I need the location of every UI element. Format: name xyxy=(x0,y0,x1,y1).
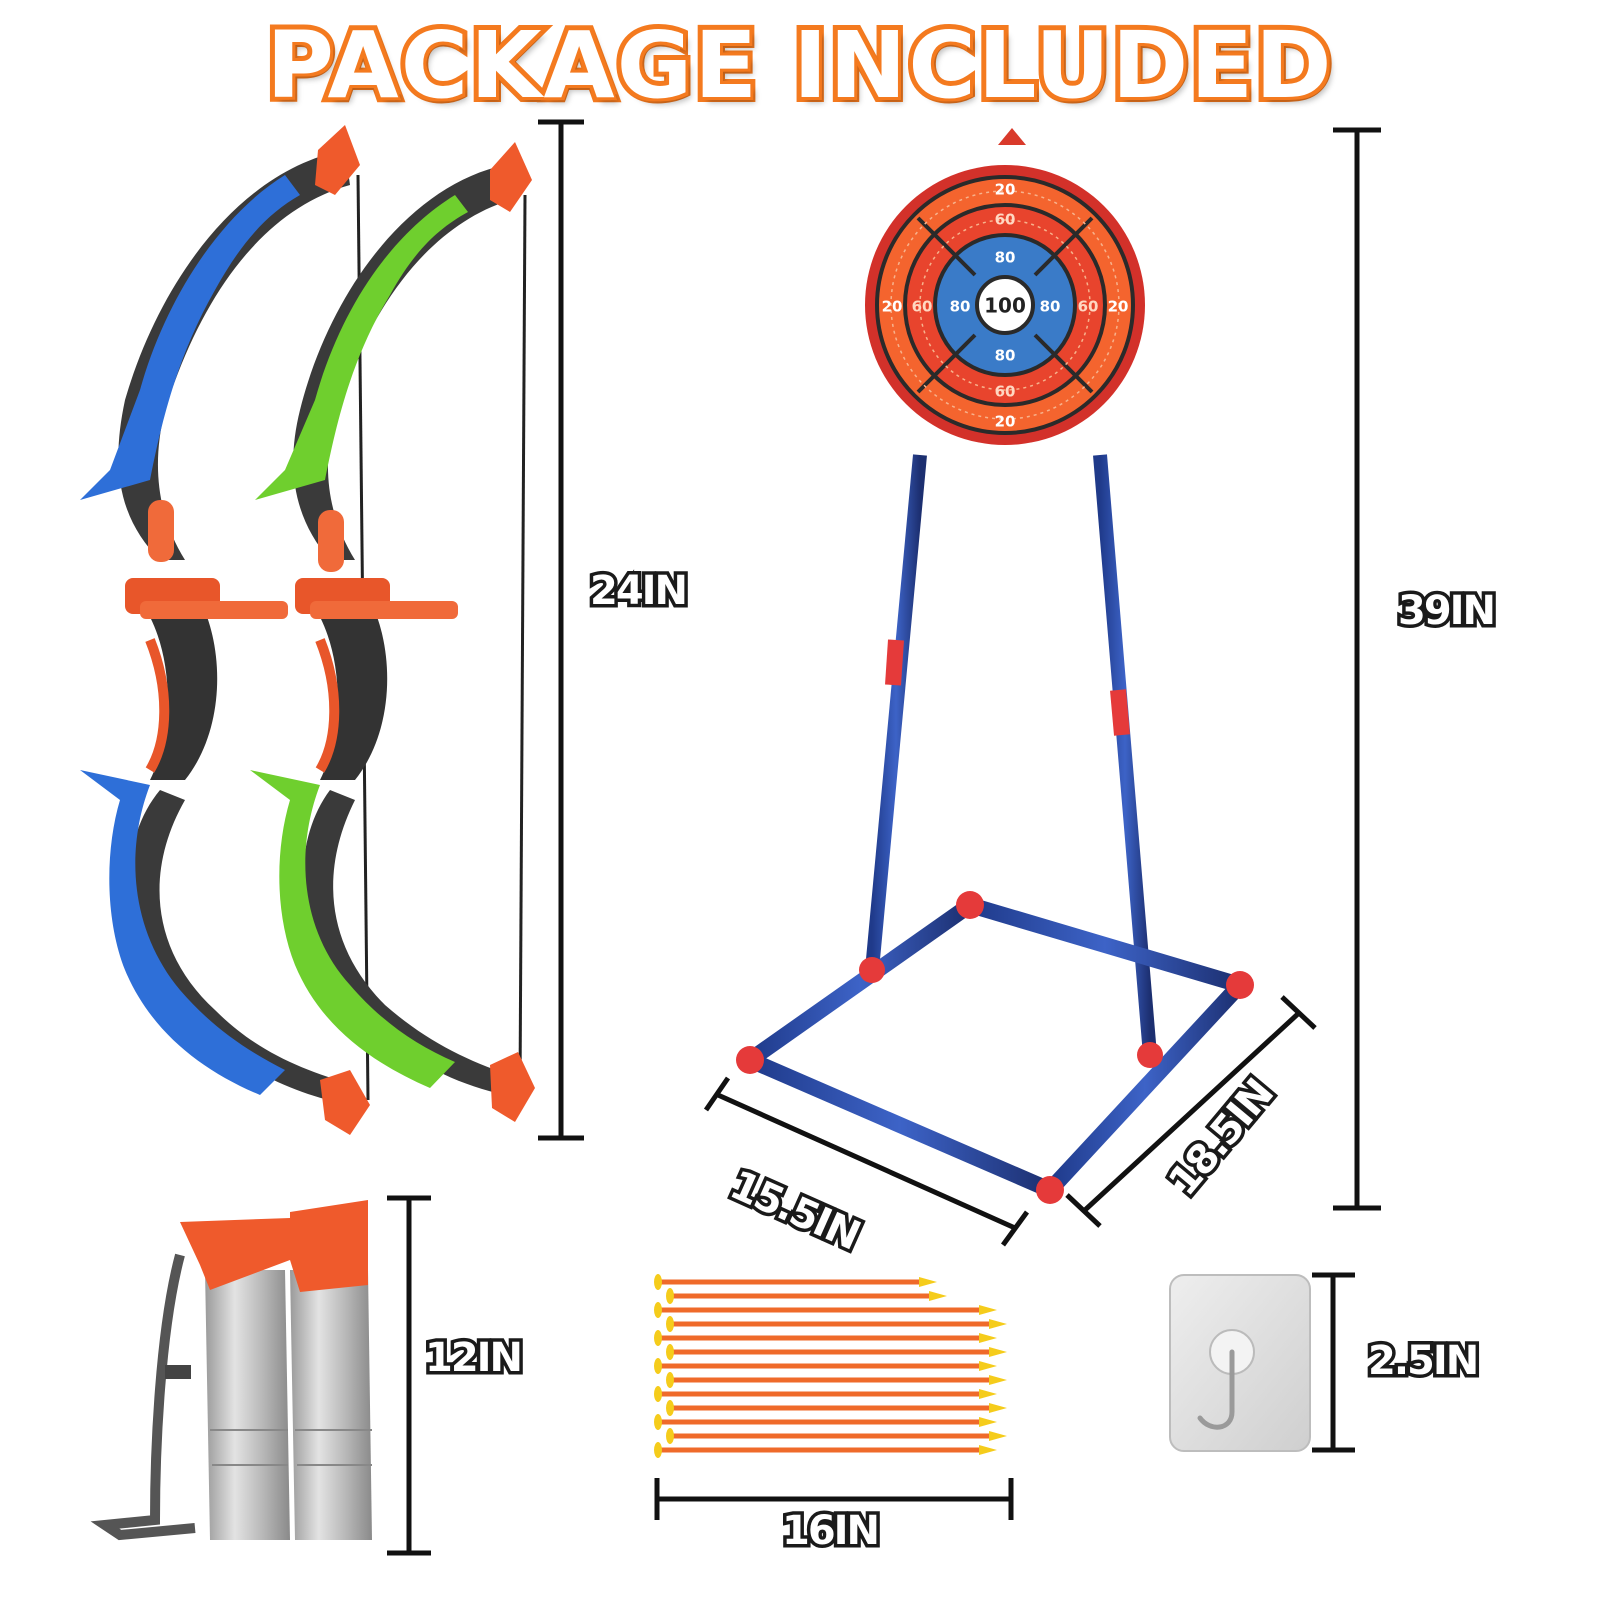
bows-dimension-label: 24IN xyxy=(586,565,691,618)
target-score-middle: 60 xyxy=(995,211,1016,229)
arrows xyxy=(654,1274,1007,1458)
target-score-middle: 60 xyxy=(995,383,1016,401)
arrow-suction-cup xyxy=(666,1288,674,1304)
arrow-fletching xyxy=(989,1375,1007,1385)
quivers-dimension-label: 12IN xyxy=(421,1332,526,1385)
target-score-inner: 80 xyxy=(950,298,971,316)
target-depth-line xyxy=(1065,995,1317,1228)
target-score-inner: 80 xyxy=(995,249,1016,267)
arrows-dimension-line xyxy=(654,1478,1014,1520)
bow-limb-upper xyxy=(293,165,510,560)
arrow-fletching xyxy=(979,1361,997,1371)
arrow-fletching xyxy=(979,1333,997,1343)
adhesive-hook xyxy=(1169,1274,1311,1452)
arrow-suction-cup xyxy=(654,1442,662,1458)
target-height-label: 39IN xyxy=(1394,585,1499,638)
bow-tip-lower xyxy=(490,1052,535,1122)
target-score-inner: 80 xyxy=(995,347,1016,365)
bow-limb-lower xyxy=(303,790,510,1095)
target-score-outer: 20 xyxy=(995,181,1016,199)
target-height-line xyxy=(1333,127,1381,1211)
arrow-suction-cup xyxy=(654,1274,662,1290)
arrow-fletching xyxy=(919,1277,937,1287)
bow-limb-lower-accent xyxy=(80,770,285,1095)
bow-tip-upper xyxy=(490,142,532,212)
bow-limb-upper-accent xyxy=(80,175,300,500)
arrow-fletching xyxy=(929,1291,947,1301)
quiver-body xyxy=(290,1270,372,1540)
bow-string xyxy=(518,194,527,1091)
bow-limb-upper-accent xyxy=(255,195,468,500)
target-score-inner: 80 xyxy=(1040,298,1061,316)
arrow-suction-cup xyxy=(654,1330,662,1346)
arrow-suction-cup xyxy=(654,1386,662,1402)
arrow-fletching xyxy=(979,1305,997,1315)
arrow-suction-cup xyxy=(654,1414,662,1430)
target-width-line xyxy=(703,1076,1030,1247)
arrow-fletching xyxy=(989,1403,1007,1413)
target-score-outer: 20 xyxy=(882,298,903,316)
bow-grip xyxy=(310,600,388,780)
arrows-dimension-label: 16IN xyxy=(778,1505,883,1558)
arrow-fletching xyxy=(979,1445,997,1455)
bow-limb-lower-accent xyxy=(250,770,455,1088)
target-board: 100 80 80 80 80 60 60 60 60 20 20 20 20 xyxy=(865,165,1145,445)
arrow-fletching xyxy=(989,1319,1007,1329)
quivers xyxy=(90,1200,372,1541)
arrow-suction-cup xyxy=(654,1358,662,1374)
target-stand xyxy=(736,128,1254,1204)
arrow-suction-cup xyxy=(666,1316,674,1332)
quiver-collar xyxy=(290,1200,368,1292)
page-title: PACKAGE INCLUDED xyxy=(262,7,1337,124)
arrow-fletching xyxy=(989,1431,1007,1441)
quiver-body xyxy=(205,1270,290,1540)
bow-limb-lower xyxy=(129,790,355,1105)
quiver-collar xyxy=(180,1218,290,1290)
arrow-suction-cup xyxy=(666,1428,674,1444)
arrow-fletching xyxy=(979,1417,997,1427)
target-score-outer: 20 xyxy=(995,413,1016,431)
hook-dimension-label: 2.5IN xyxy=(1364,1335,1482,1388)
quivers-dimension-line xyxy=(387,1195,431,1556)
arrow-suction-cup xyxy=(666,1372,674,1388)
arrow-suction-cup xyxy=(666,1400,674,1416)
arrow-suction-cup xyxy=(654,1302,662,1318)
target-score-middle: 60 xyxy=(912,298,933,316)
target-score-middle: 60 xyxy=(1078,298,1099,316)
hook-dimension-line xyxy=(1312,1272,1355,1453)
target-score-outer: 20 xyxy=(1108,298,1129,316)
bow-green xyxy=(250,142,535,1122)
arrow-suction-cup xyxy=(666,1344,674,1360)
bow-tip-upper xyxy=(315,125,360,195)
arrow-fletching xyxy=(989,1347,1007,1357)
bows-dimension-line xyxy=(538,119,584,1141)
arrow-fletching xyxy=(979,1389,997,1399)
bow-tip-lower xyxy=(320,1070,370,1135)
bow-blue xyxy=(80,125,370,1135)
bow-grip xyxy=(140,600,218,780)
target-score-center: 100 xyxy=(984,294,1026,318)
